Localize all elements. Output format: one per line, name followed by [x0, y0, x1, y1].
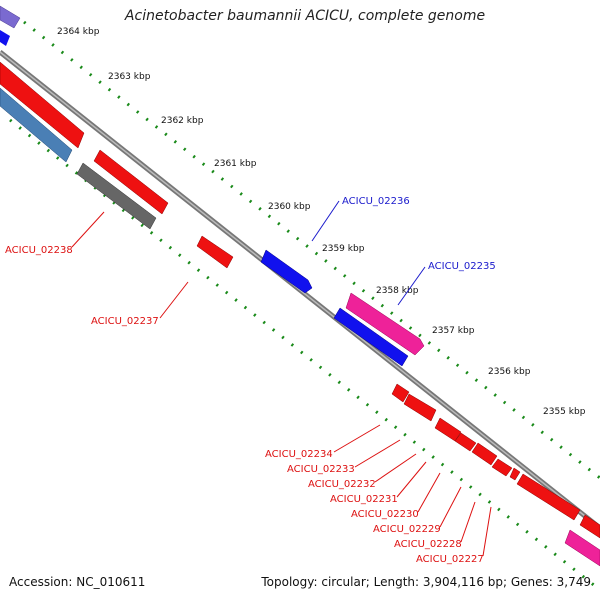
- leader-ACICU_02230: [417, 472, 441, 513]
- gene-label-ACICU_02229[interactable]: ACICU_02229: [373, 524, 441, 535]
- leader-ACICU_02234: [333, 424, 381, 453]
- gene-ACICU_02236: [260, 249, 313, 294]
- gene-label-ACICU_02237[interactable]: ACICU_02237: [91, 316, 159, 327]
- tick-label: 2361 kbp: [214, 159, 257, 169]
- reverse-label-leaders: [71, 211, 492, 557]
- tick-label: 2355 kbp: [543, 407, 586, 417]
- gene-label-ACICU_02230[interactable]: ACICU_02230: [351, 509, 419, 520]
- tick-label: 2360 kbp: [268, 202, 311, 212]
- gene-label-ACICU_02234[interactable]: ACICU_02234: [265, 449, 333, 460]
- gene-ACICU_02232: [434, 417, 462, 442]
- gene-grey: [76, 162, 157, 230]
- gene-label-ACICU_02232[interactable]: ACICU_02232: [308, 479, 376, 490]
- gene-label-ACICU_02227[interactable]: ACICU_02227: [416, 554, 484, 565]
- gene-ACICU_02229: [491, 458, 513, 477]
- gene-ACICU_02233: [403, 393, 437, 422]
- gene-ACICU_02227: [516, 473, 581, 521]
- tick-label: 2364 kbp: [57, 27, 100, 37]
- backbone-highlight: [0, 51, 600, 529]
- gene-red-bottom-right: [579, 514, 600, 539]
- gene-ACICU_02235: [345, 292, 425, 356]
- gene-red-large-upper: [0, 61, 85, 149]
- gene-label-ACICU_02231[interactable]: ACICU_02231: [330, 494, 398, 505]
- gene-label-ACICU_02236[interactable]: ACICU_02236: [342, 196, 410, 207]
- gene-purple: [0, 5, 21, 29]
- forward-labels: ACICU_02236 ACICU_02235: [342, 196, 496, 272]
- topology-text: Topology: circular; Length: 3,904,116 bp…: [261, 575, 591, 589]
- gene-steelblue: [0, 87, 73, 163]
- gene-ACICU_02234: [391, 383, 410, 403]
- leader-ACICU_02231: [396, 461, 427, 498]
- gene-label-ACICU_02238[interactable]: ACICU_02238: [5, 245, 73, 256]
- map-title: Acinetobacter baumannii ACICU, complete …: [124, 8, 486, 24]
- accession-text: Accession: NC_010611: [9, 575, 146, 589]
- forward-label-leaders: [311, 200, 426, 306]
- gene-label-ACICU_02233[interactable]: ACICU_02233: [287, 464, 355, 475]
- outer-scale-line: [23, 20, 600, 480]
- reverse-genes: [0, 61, 600, 539]
- gene-ACICU_02228: [509, 467, 521, 481]
- leader-ACICU_02236: [311, 200, 340, 242]
- leader-ACICU_02235: [397, 266, 426, 306]
- leader-ACICU_02238: [71, 211, 105, 248]
- leader-ACICU_02232: [374, 453, 417, 483]
- tick-label: 2356 kbp: [488, 367, 531, 377]
- leader-ACICU_02233: [354, 439, 401, 468]
- tick-label: 2362 kbp: [161, 116, 204, 126]
- leader-ACICU_02237: [159, 281, 189, 319]
- reverse-labels: ACICU_02238 ACICU_02237 ACICU_02234 ACIC…: [5, 245, 484, 565]
- gene-ACICU_02230: [471, 442, 498, 466]
- tick-label: 2363 kbp: [108, 72, 151, 82]
- gene-ACICU_02238: [93, 149, 169, 215]
- gene-label-ACICU_02235[interactable]: ACICU_02235: [428, 261, 496, 272]
- gene-magenta-bottom: [564, 529, 600, 567]
- leader-ACICU_02229: [439, 486, 462, 528]
- leader-ACICU_02227: [482, 506, 492, 557]
- forward-genes: [0, 5, 600, 567]
- tick-label: 2357 kbp: [432, 326, 475, 336]
- leader-ACICU_02228: [460, 501, 476, 543]
- gene-blue-lower: [333, 307, 409, 367]
- scale-ticks: 2364 kbp 2363 kbp 2362 kbp 2361 kbp 2360…: [57, 27, 586, 417]
- gene-blue-small: [0, 30, 10, 46]
- tick-label: 2358 kbp: [376, 286, 419, 296]
- tick-label: 2359 kbp: [322, 244, 365, 254]
- gene-ACICU_02231: [454, 432, 477, 452]
- gene-label-ACICU_02228[interactable]: ACICU_02228: [394, 539, 462, 550]
- gene-ACICU_02237: [196, 235, 234, 269]
